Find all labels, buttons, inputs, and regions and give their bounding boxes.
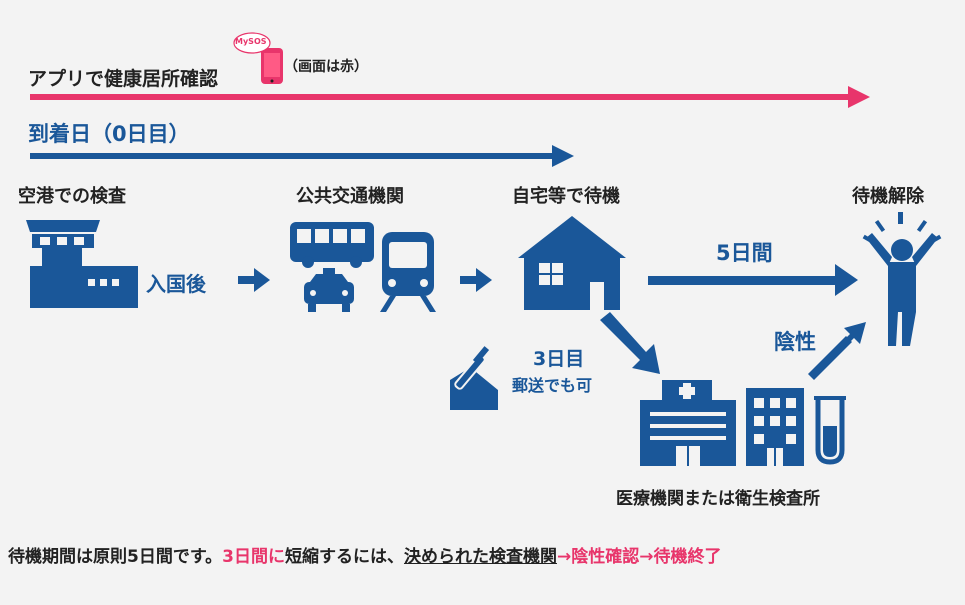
train-icon — [380, 232, 436, 312]
footer-note: 待機期間は原則5日間です。3日間に短縮するには、決められた検査機関→陰性確認→待… — [8, 542, 721, 567]
public-transport-label: 公共交通機関 — [296, 186, 404, 207]
release-label: 待機解除 — [852, 186, 924, 207]
after-entry-arrow — [238, 268, 270, 292]
airport-test-label: 空港での検査 — [18, 186, 126, 207]
control-tower-icon — [26, 220, 138, 308]
negative-label: 陰性 — [774, 330, 816, 354]
bus-icon — [290, 222, 374, 268]
negative-arrow — [808, 322, 866, 380]
mysos-badge: MySOS — [235, 37, 267, 46]
hospital-icon — [640, 380, 736, 466]
smartphone-icon — [233, 32, 283, 84]
facility-label: 医療機関または衛生検査所 — [616, 489, 820, 509]
day3-label: 3日目 — [533, 348, 585, 370]
after-entry-label: 入国後 — [146, 272, 206, 296]
arrival-day-label: 到着日（0日目） — [28, 122, 190, 146]
footer-part7: → — [639, 547, 654, 567]
envelope-test-icon — [450, 346, 498, 410]
footer-part8: 待機終了 — [653, 547, 722, 567]
footer-part2: 3日間に — [222, 547, 285, 567]
mail-ok-label: 郵送でも可 — [512, 376, 593, 395]
app-check-label: アプリで健康居所確認 — [28, 68, 219, 90]
house-icon — [518, 216, 626, 310]
to-facility-arrow — [600, 312, 660, 374]
five-days-label: 5日間 — [716, 241, 773, 265]
five-day-arrow — [648, 264, 858, 296]
lab-building-icon — [746, 388, 804, 466]
arrival-arrow — [30, 145, 574, 167]
footer-part1: 待機期間は原則5日間です。 — [8, 547, 223, 567]
home-wait-label: 自宅等で待機 — [512, 186, 620, 207]
test-tube-icon — [814, 396, 846, 465]
footer-part3: 短縮するには、 — [284, 547, 404, 567]
to-home-arrow — [460, 268, 492, 292]
footer-part5: → — [556, 547, 572, 567]
app-period-arrow — [30, 86, 870, 108]
screen-red-note: （画面は赤） — [284, 59, 368, 75]
footer-part4: 決められた検査機関 — [403, 547, 557, 567]
footer-part6: 陰性確認 — [571, 547, 640, 567]
person-icon — [862, 212, 942, 346]
taxi-icon — [304, 268, 354, 312]
